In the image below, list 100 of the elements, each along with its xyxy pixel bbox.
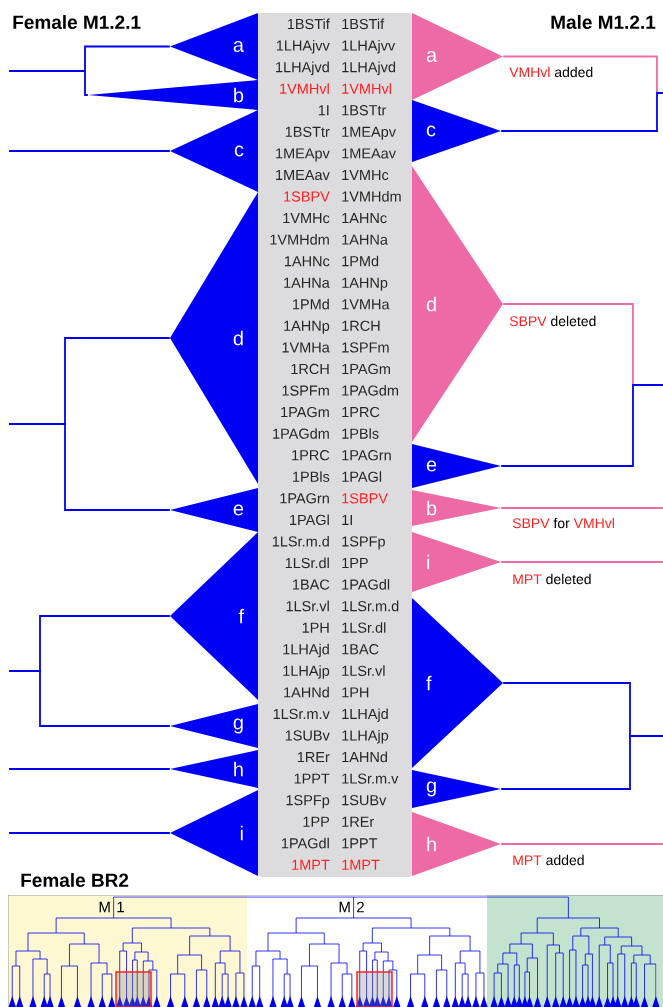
region-label: 1PBls (342, 428, 379, 439)
dendrogram-branch (500, 843, 663, 845)
region-label: 1SUBv (342, 795, 387, 806)
cluster-triangle: a (412, 13, 503, 100)
dendrogram-branch (500, 384, 663, 467)
region-label: 1PAGm (342, 363, 390, 375)
region-label: 1PMd (342, 255, 379, 267)
region-label: 1PAGdm (273, 428, 329, 439)
region-label: 1PH (302, 622, 329, 633)
region-label: 1PPT (342, 838, 378, 849)
region-label: 1PAGrn (280, 493, 329, 504)
region-label: 1LSr.vl (286, 600, 329, 612)
region-label: 1BAC (293, 579, 330, 590)
region-label: 1PH (342, 687, 369, 698)
annotation: VMHvl added (509, 66, 593, 78)
region-label: 1LHAjvd (342, 61, 396, 76)
panel-title: Male M1.2.1 (551, 15, 656, 29)
region-label: 1SBPV (284, 191, 330, 202)
region-label: 1PAGl (342, 471, 382, 482)
region-label: 1REr (297, 752, 330, 763)
region-label: 1LSr.vl (342, 665, 385, 676)
annotation: MPT added (513, 854, 584, 866)
region-label: 1AHNd (284, 686, 329, 698)
region-label: 1PAGdl (282, 837, 329, 849)
cluster-label: M (99, 901, 110, 913)
cluster-triangle: c (412, 100, 501, 162)
region-label: 1BAC (342, 644, 379, 655)
dendrogram-branch (8, 423, 171, 511)
cluster-triangle: g (170, 704, 258, 748)
region-label: 1I (318, 105, 329, 116)
region-label: 1LSr.dl (285, 557, 329, 569)
region-label: 1MEApv (276, 148, 330, 162)
region-label: 1LSr.m.v (342, 773, 399, 784)
region-label: 1MEAav (342, 148, 396, 159)
annotation: MPT deleted (513, 573, 591, 585)
region-label: 1SPFp (286, 795, 330, 809)
region-label: 1RCH (342, 320, 380, 331)
region-label: 1VMHa (342, 299, 390, 310)
region-label: 1LSr.m.v (273, 708, 330, 720)
cluster-triangle: a (170, 13, 258, 80)
region-label: 1BSTif (342, 18, 385, 30)
cluster-triangle: i (412, 532, 501, 592)
region-label: 1MPT (342, 859, 380, 870)
cluster-triangle: e (170, 488, 258, 532)
region-label: 1LSr.dl (342, 622, 386, 633)
region-label: 1SBPV (342, 493, 388, 504)
cluster-label: 1 (117, 901, 124, 913)
region-label: 1AHNp (342, 277, 388, 291)
cluster-triangle: h (170, 750, 258, 788)
panel-title: Female BR2 (21, 873, 129, 887)
region-label: 1PP (342, 558, 368, 568)
region-label: 1BSTtr (342, 105, 387, 116)
region-label: 1VMHa (282, 342, 330, 353)
cluster-triangle: f (412, 598, 503, 768)
region-label: 1PAGm (281, 406, 329, 418)
dendrogram-branch (8, 832, 171, 834)
region-label: 1LHAjp (342, 730, 389, 744)
region-label: 1VMHdm (342, 191, 401, 202)
region-label: 1LSr.m.d (342, 600, 399, 612)
cluster-triangle: g (412, 770, 501, 808)
region-label: 1BSTtr (285, 126, 330, 137)
region-label: 1VMHc (342, 169, 389, 181)
region-label: 1SPFm (342, 342, 389, 353)
region-label: 1AHNa (342, 234, 388, 245)
region-label: 1LHAjd (342, 708, 388, 722)
cluster-triangle: h (412, 812, 501, 876)
region-label: 1MPT (292, 859, 330, 870)
dendrogram-branch (8, 768, 171, 770)
region-label: 1VMHvl (280, 83, 329, 94)
region-label: 1REr (342, 816, 374, 827)
cluster-triangle: b (412, 490, 501, 526)
region-label: 1PBls (293, 471, 330, 482)
region-label: 1LHAjvv (276, 40, 330, 54)
region-label: 1MEApv (342, 126, 396, 140)
region-label: 1AHNp (284, 320, 330, 334)
region-label: 1PPT (294, 773, 330, 784)
region-label: 1SPFp (342, 536, 385, 550)
cluster-label: 2 (357, 901, 364, 913)
region-label: 1LHAjd (283, 643, 329, 658)
region-label: 1LHAjp (283, 665, 330, 679)
cluster-triangle: b (88, 80, 258, 110)
region-label: 1AHNc (284, 256, 330, 267)
annotation: SBPV deleted (509, 315, 596, 327)
region-label: 1VMHc (283, 213, 330, 224)
region-label: 1MEAav (276, 169, 330, 181)
dendrogram-branch (8, 670, 171, 727)
region-label: 1SPFm (282, 385, 329, 396)
region-label: 1RCH (291, 363, 329, 375)
cluster-triangle: d (412, 166, 503, 442)
region-label: 1PRC (292, 450, 330, 461)
dendrogram-branch (500, 735, 663, 790)
cluster-triangle: c (170, 110, 258, 192)
region-label: 1PMd (293, 298, 329, 310)
region-label: 1AHNc (342, 213, 387, 224)
region-label: 1AHNd (342, 751, 387, 763)
cluster-triangle: e (412, 444, 501, 488)
region-label: 1I (342, 514, 352, 525)
region-label: 1PAGdl (342, 579, 390, 590)
panel-title: Female M1.2.1 (13, 15, 141, 29)
region-label: 1PAGdm (342, 385, 398, 396)
